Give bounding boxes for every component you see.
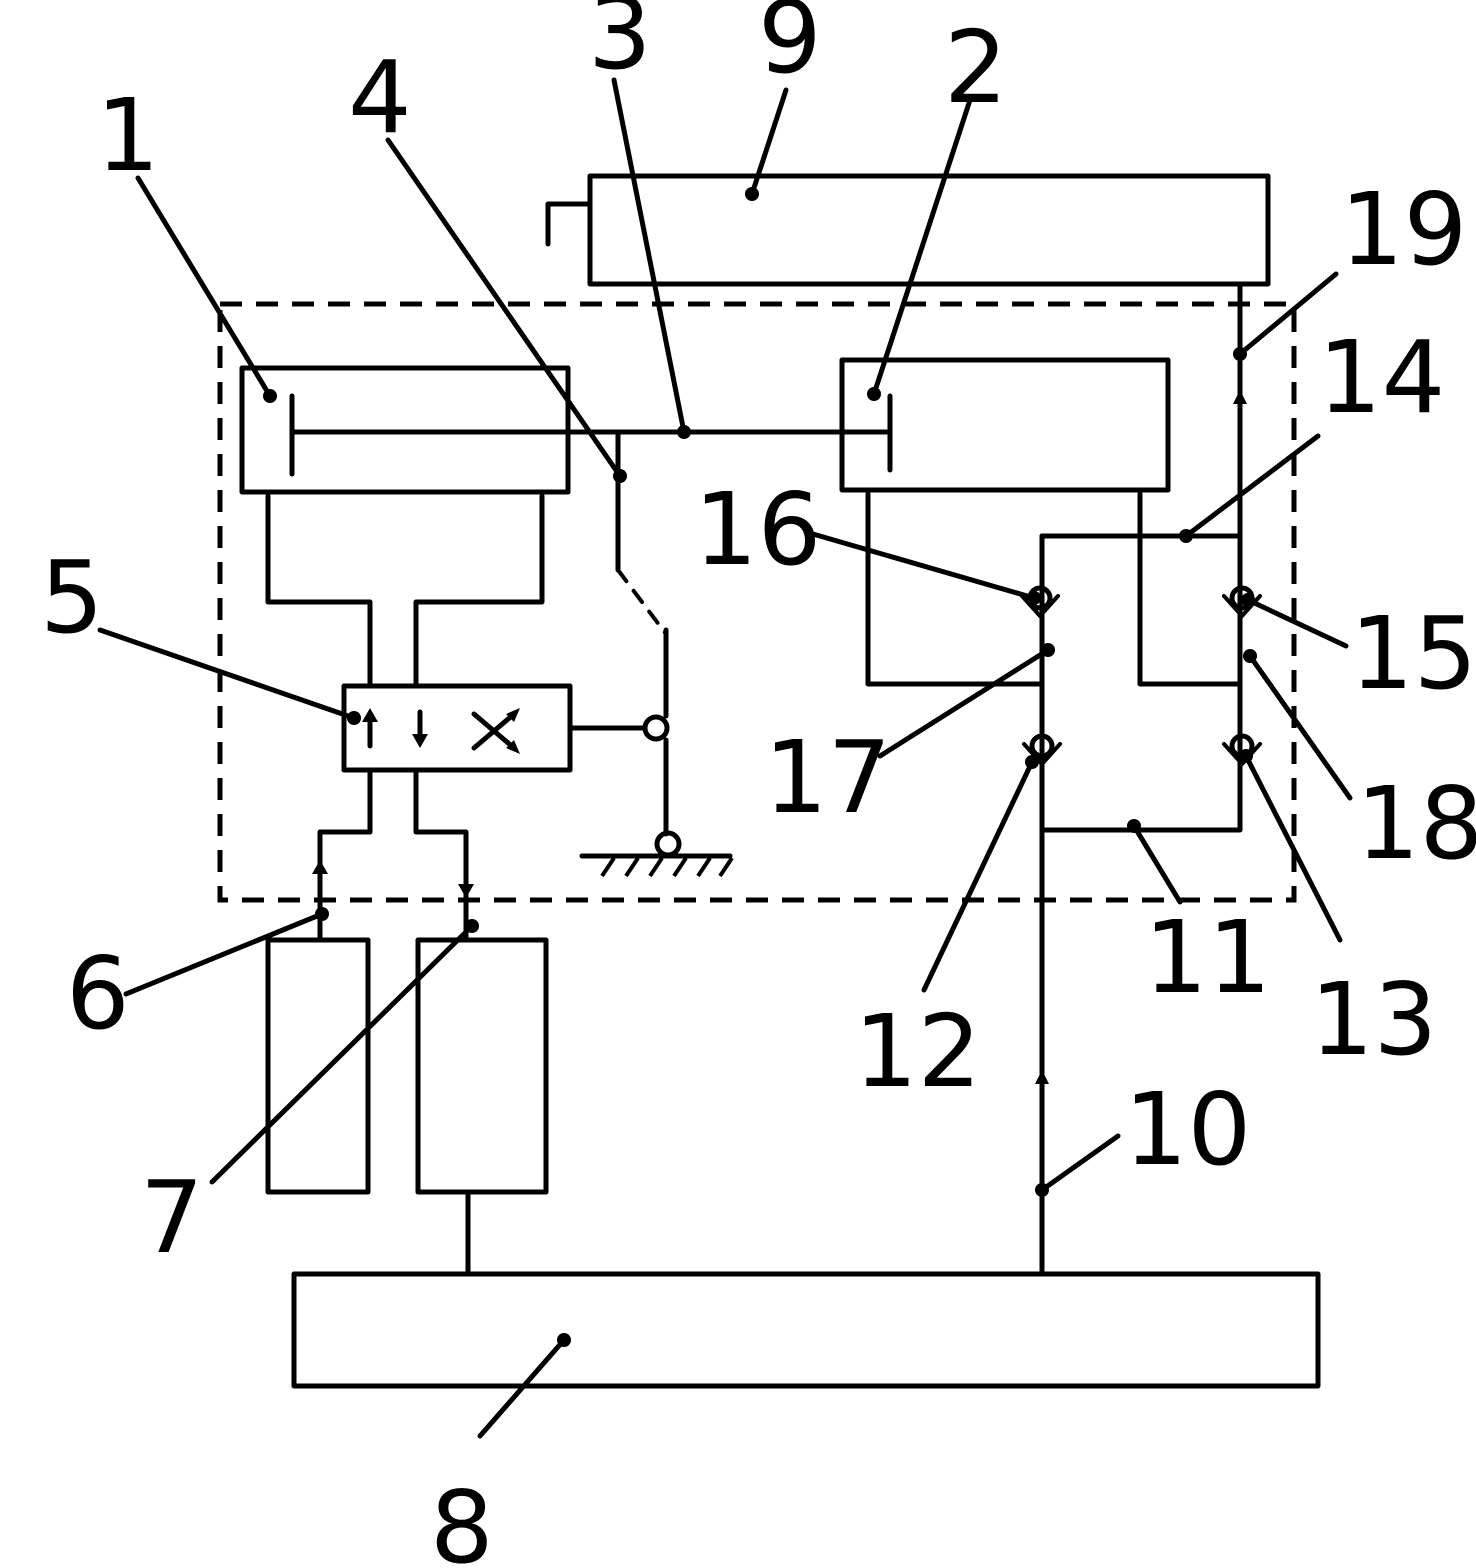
label-11: 11 bbox=[1144, 899, 1271, 1016]
label-13: 13 bbox=[1310, 961, 1437, 1078]
line-cyl1-left bbox=[265, 493, 373, 689]
line-cyl2-left bbox=[865, 491, 1045, 687]
label-6: 6 bbox=[66, 935, 130, 1052]
arrow-up-19 bbox=[1233, 390, 1247, 404]
label-9: 9 bbox=[758, 0, 822, 96]
check-valve-12 bbox=[1022, 733, 1062, 767]
arrow-up-6 bbox=[312, 860, 328, 874]
label-10: 10 bbox=[1124, 1071, 1251, 1188]
lever-4 bbox=[567, 429, 734, 878]
valve-5 bbox=[341, 683, 573, 773]
label-4: 4 bbox=[348, 39, 412, 156]
cylinder-2 bbox=[839, 357, 1171, 493]
cylinder-9 bbox=[545, 173, 1271, 287]
label-12: 12 bbox=[854, 993, 981, 1110]
line-valve-to-pump6 bbox=[317, 767, 373, 943]
label-3: 3 bbox=[588, 0, 652, 92]
pump-7 bbox=[415, 937, 549, 1195]
line-cyl2-right bbox=[1137, 491, 1243, 687]
unit-boundary bbox=[217, 301, 1297, 903]
label-2: 2 bbox=[944, 9, 1008, 126]
label-1: 1 bbox=[96, 77, 160, 194]
arrow-up-10 bbox=[1035, 1070, 1049, 1084]
label-8: 8 bbox=[430, 1469, 494, 1568]
label-5: 5 bbox=[40, 539, 104, 656]
label-7: 7 bbox=[140, 1159, 204, 1276]
label-15: 15 bbox=[1350, 595, 1476, 712]
tank-8 bbox=[291, 1271, 1321, 1389]
leaders bbox=[97, 77, 1353, 1439]
line-11 bbox=[1039, 533, 1243, 833]
label-17: 17 bbox=[764, 719, 891, 836]
label-19: 19 bbox=[1340, 171, 1467, 288]
arrow-down-7 bbox=[458, 884, 474, 898]
label-18: 18 bbox=[1356, 765, 1476, 882]
pump-6 bbox=[265, 937, 371, 1195]
line-cyl1-right bbox=[413, 493, 545, 689]
label-14: 14 bbox=[1318, 319, 1445, 436]
label-16: 16 bbox=[694, 471, 821, 588]
line-valve-to-pump7 bbox=[413, 767, 469, 943]
